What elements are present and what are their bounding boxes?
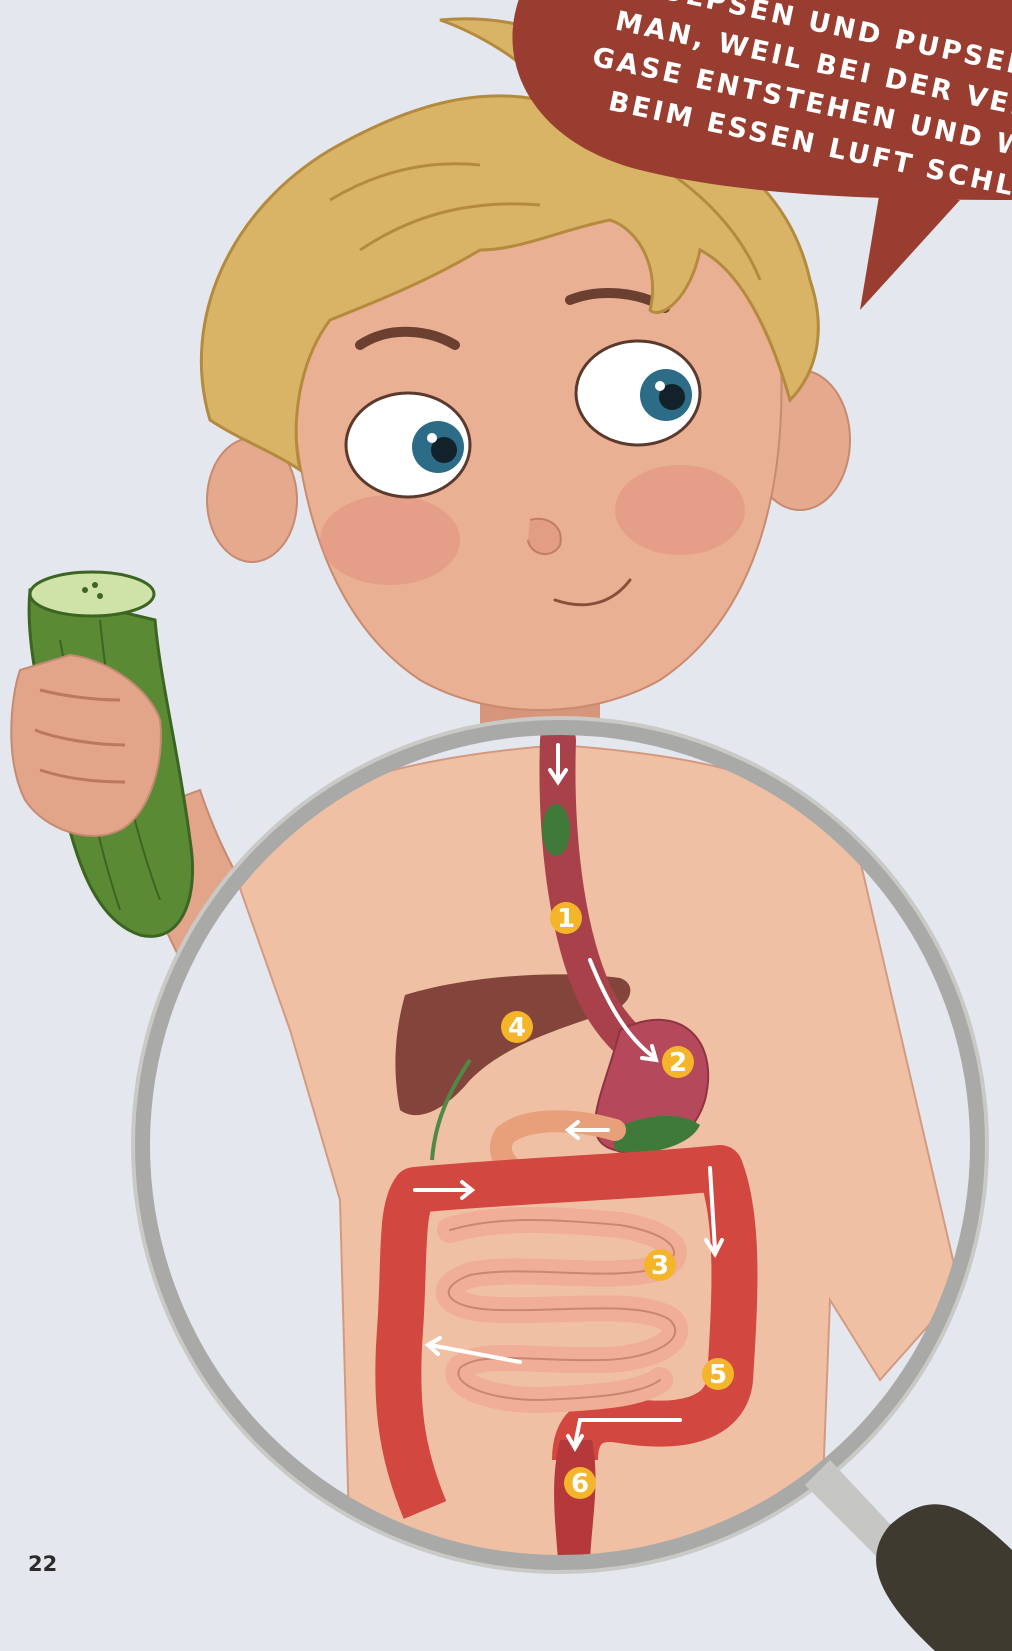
svg-text:2: 2 [669, 1048, 687, 1078]
svg-text:5: 5 [709, 1360, 727, 1390]
magnifier-handle [876, 1504, 1012, 1651]
page-number: 22 [28, 1552, 57, 1576]
marker-5: 5 [702, 1358, 734, 1390]
svg-text:1: 1 [557, 904, 575, 934]
marker-6: 6 [564, 1467, 596, 1499]
marker-4: 4 [501, 1011, 533, 1043]
rectum [554, 1440, 595, 1560]
svg-text:3: 3 [651, 1251, 669, 1281]
marker-1: 1 [550, 902, 582, 934]
speech-bubble-tail [860, 190, 960, 310]
right-cheek [615, 465, 745, 555]
svg-text:4: 4 [508, 1013, 526, 1043]
svg-text:6: 6 [571, 1469, 589, 1499]
marker-2: 2 [662, 1046, 694, 1078]
left-cheek [320, 495, 460, 585]
food-bolus [542, 804, 570, 856]
marker-3: 3 [644, 1249, 676, 1281]
